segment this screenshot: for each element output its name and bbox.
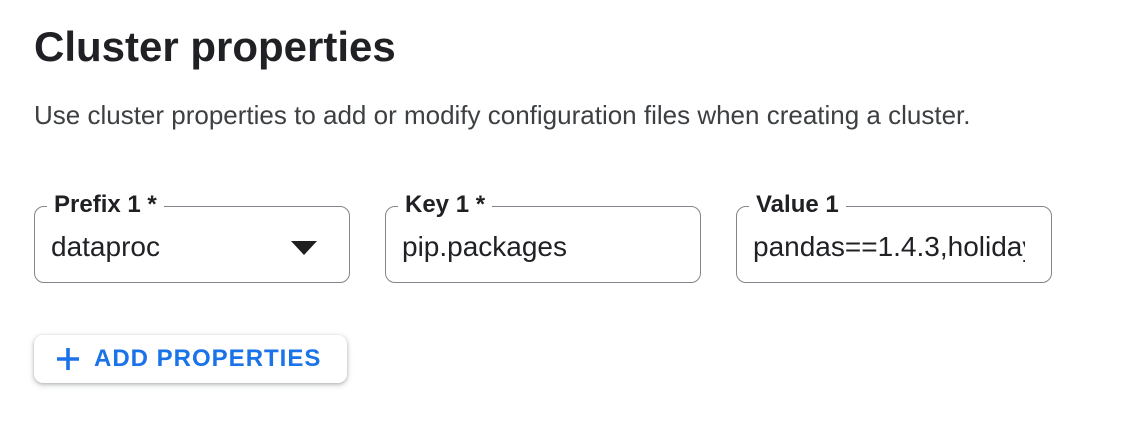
key-1-label: Key 1 *	[398, 191, 493, 219]
add-properties-button[interactable]: ADD PROPERTIES	[34, 335, 348, 383]
value-1-input[interactable]	[753, 230, 1025, 263]
value-1-field[interactable]: Value 1	[736, 191, 1052, 283]
section-description: Use cluster properties to add or modify …	[34, 100, 971, 130]
prefix-1-label: Prefix 1 *	[47, 191, 164, 219]
add-properties-button-label: ADD PROPERTIES	[94, 345, 322, 372]
property-row-1: Prefix 1 * dataproc Key 1 * Value 1	[34, 191, 1122, 283]
prefix-1-dropdown[interactable]: Prefix 1 * dataproc	[34, 191, 350, 283]
prefix-1-selected-value: dataproc	[51, 230, 160, 262]
value-1-label: Value 1	[749, 191, 846, 219]
key-1-input[interactable]	[402, 230, 682, 263]
plus-icon	[57, 348, 79, 370]
caret-down-icon[interactable]	[291, 240, 317, 255]
page-title: Cluster properties	[34, 23, 396, 70]
key-1-field[interactable]: Key 1 *	[385, 191, 701, 283]
